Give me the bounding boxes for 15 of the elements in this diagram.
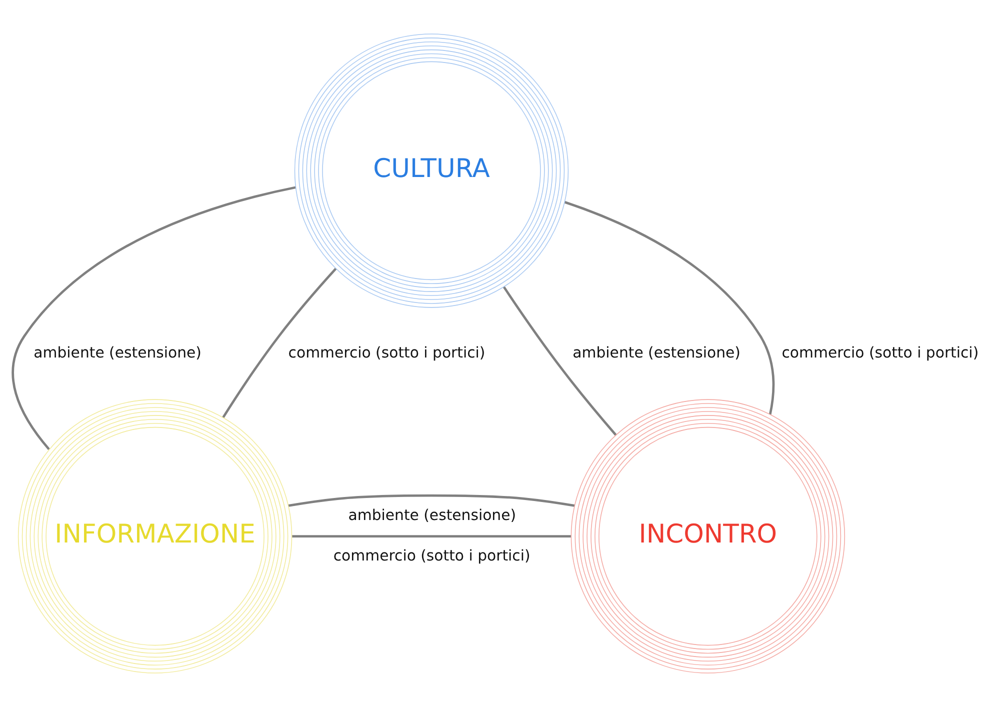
- edge-label: ambiente (estensione): [34, 343, 202, 362]
- edge-label: commercio (sotto i portici): [288, 343, 486, 362]
- connector: [292, 535, 572, 538]
- connector: [12, 186, 296, 450]
- node-circle: INFORMAZIONE: [18, 399, 292, 674]
- edge-label: ambiente (estensione): [348, 506, 516, 524]
- connector: [564, 200, 775, 415]
- connector: [502, 286, 617, 436]
- node-circle: INCONTRO: [570, 399, 846, 674]
- connector: [222, 268, 337, 418]
- node-circle: CULTURA: [294, 34, 569, 308]
- edge-label: commercio (sotto i portici): [333, 546, 530, 565]
- edge-label: ambiente (estensione): [572, 343, 740, 362]
- edge-label: commercio (sotto i portici): [782, 343, 979, 362]
- connector: [288, 494, 575, 507]
